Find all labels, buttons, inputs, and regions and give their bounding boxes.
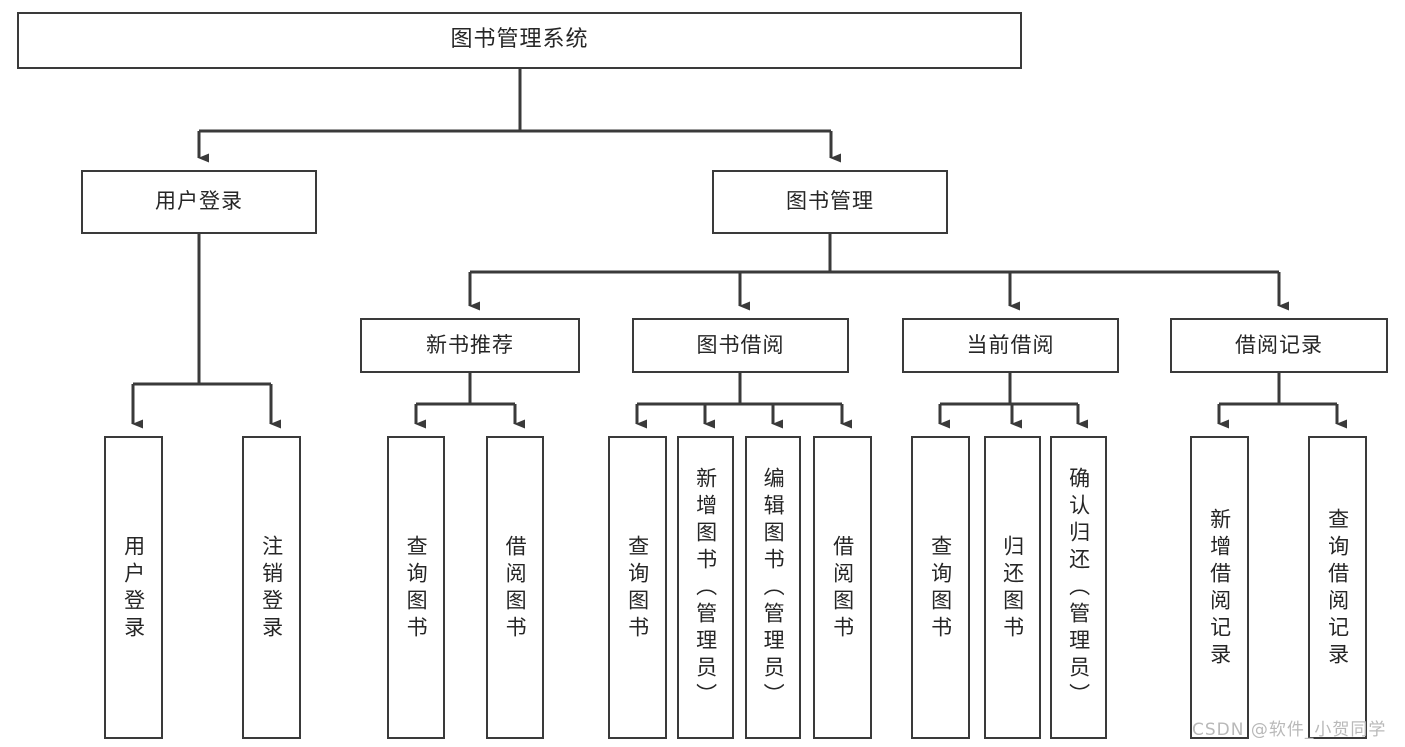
node-leaf-return-book-label: 归还图书: [1000, 534, 1025, 643]
node-book-manage-label: 图书管理: [786, 189, 874, 214]
node-leaf-add-book-admin-label: 新增图书（管理员）: [693, 467, 718, 710]
node-new-book-recommend-label: 新书推荐: [426, 332, 514, 357]
node-leaf-return-book[interactable]: 归还图书: [984, 436, 1041, 739]
node-current-borrow[interactable]: 当前借阅: [902, 318, 1119, 373]
node-leaf-borrow-book-2[interactable]: 借阅图书: [813, 436, 872, 739]
node-leaf-add-book-admin[interactable]: 新增图书（管理员）: [677, 436, 734, 739]
node-borrow-record[interactable]: 借阅记录: [1170, 318, 1388, 373]
node-leaf-query-book-3[interactable]: 查询图书: [911, 436, 970, 739]
node-leaf-user-login-label: 用户登录: [121, 534, 146, 643]
node-leaf-query-book-1[interactable]: 查询图书: [387, 436, 445, 739]
node-leaf-user-login[interactable]: 用户登录: [104, 436, 163, 739]
node-leaf-query-borrow-record[interactable]: 查询借阅记录: [1308, 436, 1367, 739]
node-borrow-record-label: 借阅记录: [1235, 332, 1323, 357]
node-leaf-add-borrow-record-label: 新增借阅记录: [1207, 507, 1232, 670]
node-book-manage[interactable]: 图书管理: [712, 170, 948, 234]
node-leaf-add-borrow-record[interactable]: 新增借阅记录: [1190, 436, 1249, 739]
node-leaf-confirm-return-admin-label: 确认归还（管理员）: [1066, 467, 1091, 710]
node-leaf-edit-book-admin-label: 编辑图书（管理员）: [761, 467, 786, 710]
node-leaf-logout-login-label: 注销登录: [259, 534, 284, 643]
node-root-label: 图书管理系统: [450, 27, 589, 53]
node-leaf-query-borrow-record-label: 查询借阅记录: [1325, 507, 1350, 670]
node-user-login[interactable]: 用户登录: [81, 170, 317, 234]
node-leaf-borrow-book-1[interactable]: 借阅图书: [486, 436, 544, 739]
node-leaf-borrow-book-2-label: 借阅图书: [830, 534, 855, 643]
node-leaf-query-book-3-label: 查询图书: [928, 534, 953, 643]
csdn-watermark: CSDN @软件_小贺同学: [1192, 720, 1387, 740]
node-leaf-borrow-book-1-label: 借阅图书: [503, 534, 528, 643]
node-root[interactable]: 图书管理系统: [17, 12, 1022, 69]
node-leaf-query-book-1-label: 查询图书: [404, 534, 429, 643]
node-user-login-label: 用户登录: [155, 189, 243, 214]
node-leaf-query-book-2-label: 查询图书: [625, 534, 650, 643]
node-leaf-query-book-2[interactable]: 查询图书: [608, 436, 667, 739]
node-current-borrow-label: 当前借阅: [966, 332, 1055, 357]
node-book-borrow[interactable]: 图书借阅: [632, 318, 849, 373]
node-leaf-confirm-return-admin[interactable]: 确认归还（管理员）: [1050, 436, 1107, 739]
node-leaf-logout-login[interactable]: 注销登录: [242, 436, 301, 739]
node-new-book-recommend[interactable]: 新书推荐: [360, 318, 580, 373]
node-leaf-edit-book-admin[interactable]: 编辑图书（管理员）: [745, 436, 801, 739]
node-book-borrow-label: 图书借阅: [696, 332, 785, 357]
